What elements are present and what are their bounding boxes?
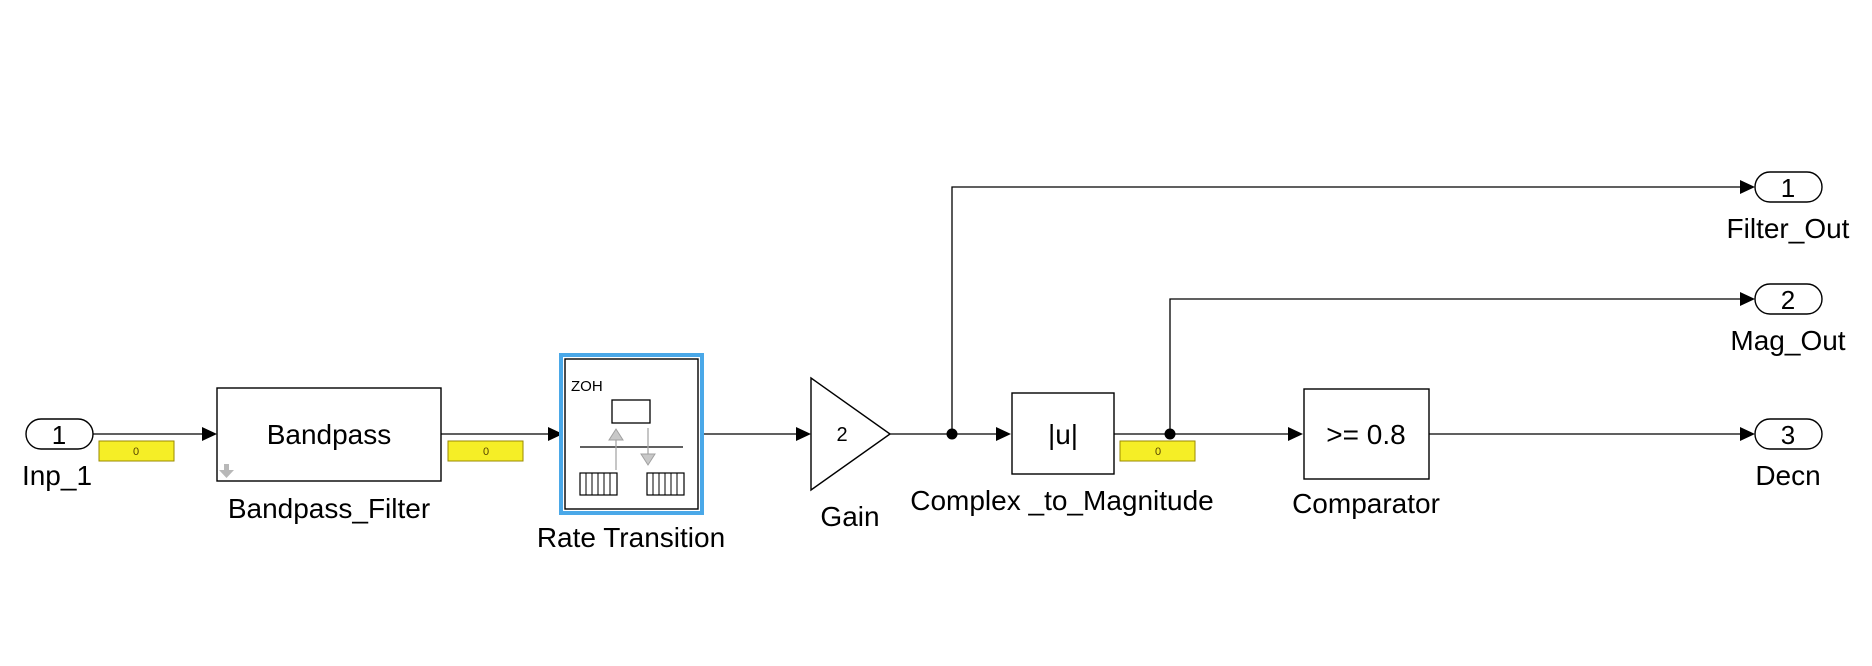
bandpass-block-shape[interactable]: [216, 387, 442, 482]
branch-point: [946, 428, 958, 440]
comparator-block-text: >= 0.8: [1326, 419, 1405, 450]
value-display: 0: [98, 440, 175, 462]
value-display-text: 0: [483, 446, 489, 458]
outport-name[interactable]: Mag_Out: [1730, 325, 1845, 356]
rate-transition-icon: [579, 399, 685, 496]
branch-point: [1164, 428, 1176, 440]
arrowhead: [1740, 292, 1755, 306]
signal-line-to-filter-out[interactable]: [951, 186, 1740, 434]
arrowhead: [1740, 427, 1755, 441]
value-display: 0: [1119, 440, 1196, 462]
comparator-block[interactable]: >= 0.8 Comparator: [1292, 388, 1440, 519]
abs-block[interactable]: |u| Complex _to_Magnitude: [910, 392, 1214, 516]
inport-number: 1: [52, 420, 66, 450]
outport-shape[interactable]: [1754, 418, 1823, 450]
outport-number: 1: [1781, 173, 1795, 203]
arrowhead: [1288, 427, 1303, 441]
value-display-text: 0: [1155, 446, 1161, 458]
bandpass-block-name[interactable]: Bandpass_Filter: [228, 493, 430, 524]
outport-number: 3: [1781, 420, 1795, 450]
inport-inp-1[interactable]: 1 Inp_1: [22, 418, 94, 491]
value-display: 0: [447, 440, 524, 462]
outport-name[interactable]: Filter_Out: [1727, 213, 1850, 244]
outport-mag-out[interactable]: 2 Mag_Out: [1730, 283, 1846, 356]
outport-shape[interactable]: [1754, 171, 1823, 203]
abs-block-text: |u|: [1048, 419, 1078, 450]
gain-block-value: 2: [836, 424, 847, 446]
inport-name[interactable]: Inp_1: [22, 460, 92, 491]
outport-decn[interactable]: 3 Decn: [1754, 418, 1823, 491]
outport-number: 2: [1781, 285, 1795, 315]
outport-filter-out[interactable]: 1 Filter_Out: [1727, 171, 1850, 244]
bandpass-block-text: Bandpass: [267, 419, 392, 450]
value-display-text: 0: [133, 446, 139, 458]
comparator-block-shape[interactable]: [1303, 388, 1430, 480]
gain-block-shape[interactable]: [810, 376, 892, 492]
rate-transition-block[interactable]: ZOH Rate Transition: [537, 353, 725, 553]
inport-shape[interactable]: [25, 418, 94, 450]
bandpass-filter-block[interactable]: Bandpass Bandpass_Filter: [216, 387, 442, 524]
abs-block-shape[interactable]: [1011, 392, 1115, 475]
value-display-background: [98, 440, 175, 462]
selection-highlight: [559, 353, 704, 515]
arrowhead: [1740, 180, 1755, 194]
gain-block-name[interactable]: Gain: [820, 501, 879, 532]
comparator-block-name[interactable]: Comparator: [1292, 488, 1440, 519]
rate-transition-mode-text: ZOH: [571, 378, 603, 395]
down-arrow-icon: [219, 464, 234, 478]
rate-transition-block-name[interactable]: Rate Transition: [537, 522, 725, 553]
value-display-background: [1119, 440, 1196, 462]
arrowhead: [548, 427, 563, 441]
arrowhead: [202, 427, 217, 441]
outport-name[interactable]: Decn: [1755, 460, 1820, 491]
signal-line-to-mag-out[interactable]: [1169, 298, 1740, 434]
signal-lines: [93, 180, 1755, 441]
gain-block[interactable]: 2 Gain: [810, 376, 892, 532]
abs-block-name[interactable]: Complex _to_Magnitude: [910, 485, 1214, 516]
outport-shape[interactable]: [1754, 283, 1823, 315]
arrowhead: [796, 427, 811, 441]
arrowhead: [996, 427, 1011, 441]
value-display-background: [447, 440, 524, 462]
